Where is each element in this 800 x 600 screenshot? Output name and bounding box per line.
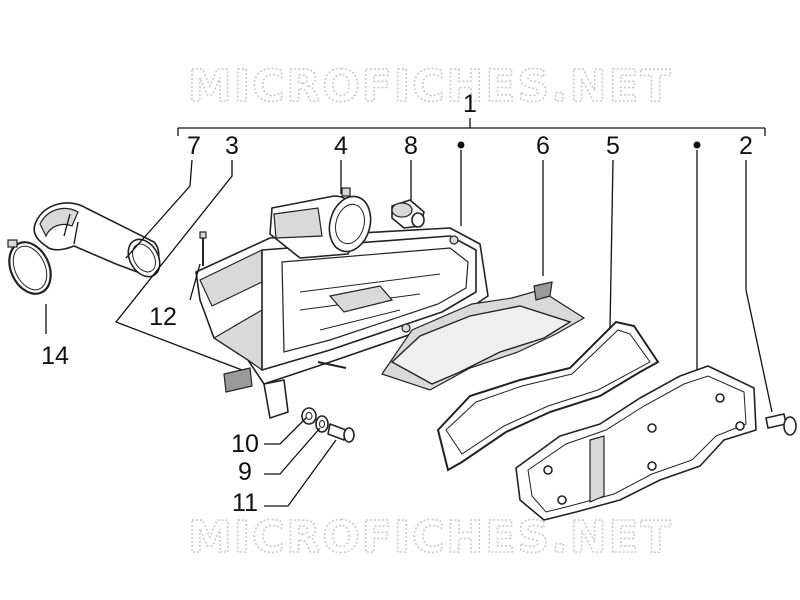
callout-2: 2 [739, 132, 753, 160]
watermark-bottom: MICROFICHES.NET [188, 512, 673, 563]
callout-1: 1 [463, 90, 477, 118]
callout-12: 12 [149, 303, 177, 331]
callout-7: 7 [187, 132, 201, 160]
callout-6: 6 [536, 132, 550, 160]
group-bracket [177, 118, 766, 136]
part-14-clamp [7, 239, 52, 295]
part-4-intake-sleeve [269, 187, 372, 259]
callout-5: 5 [606, 132, 620, 160]
part-5-gasket [436, 320, 660, 472]
marker-dot-cover [457, 141, 465, 149]
part-8-fitting [391, 199, 425, 229]
callout-3: 3 [225, 132, 239, 160]
part-9-washer [315, 415, 329, 433]
part-2-screw [765, 413, 797, 436]
callout-8: 8 [404, 132, 418, 160]
part-6-filter-element [381, 281, 586, 391]
part-3-filter-housing [195, 227, 489, 419]
part-12-screw [199, 231, 207, 266]
part-cover-plate [515, 365, 757, 521]
callout-4: 4 [334, 132, 348, 160]
callout-11: 11 [232, 489, 258, 517]
callout-14: 14 [41, 342, 69, 370]
part-7-intake-duct [33, 202, 161, 278]
callout-10: 10 [231, 430, 259, 458]
part-11-bolt [327, 423, 355, 443]
marker-dot-plate [693, 141, 701, 149]
watermark-top: MICROFICHES.NET [188, 61, 673, 112]
part-10-washer [301, 407, 317, 425]
callout-9: 9 [238, 458, 252, 486]
leader-lines [45, 150, 773, 507]
